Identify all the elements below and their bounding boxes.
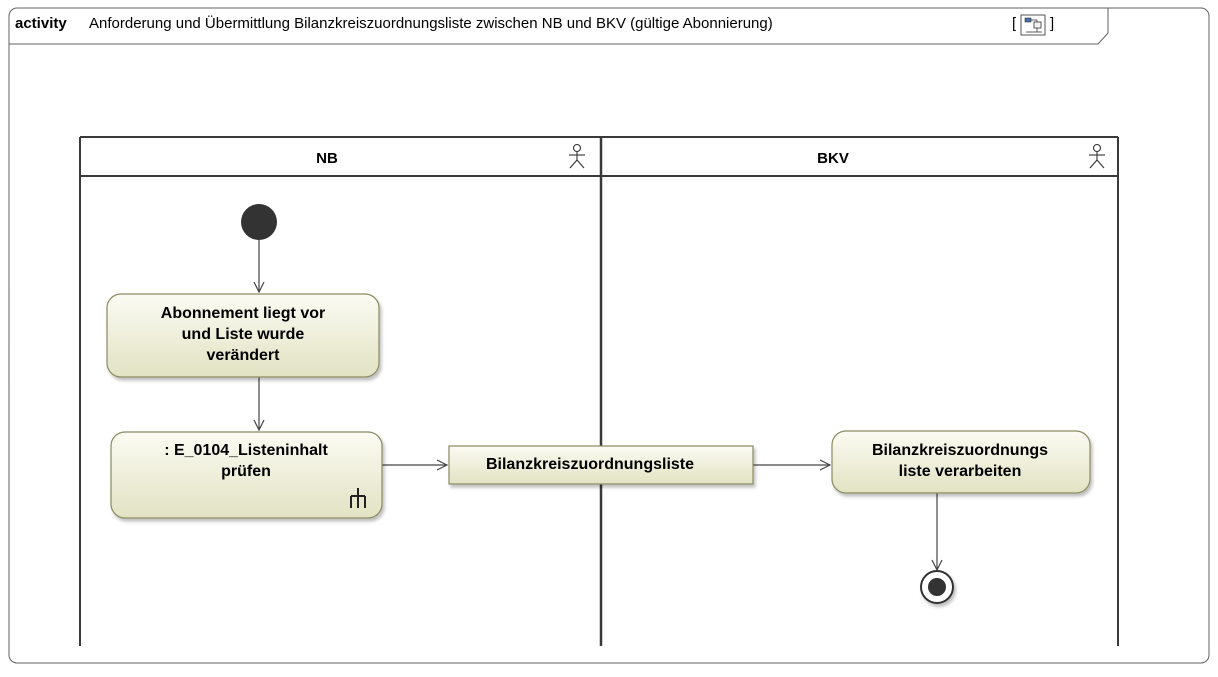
object-node-bilanzkreiszuordnungsliste[interactable]: Bilanzkreiszuordnungsliste [448, 445, 754, 485]
action-label-line: Abonnement liegt vor [161, 305, 325, 322]
action-abonnement-liegt-vor[interactable]: Abonnement liegt vor und Liste wurde ver… [106, 293, 380, 378]
activity-diagram-icon [1020, 14, 1046, 36]
call-behavior-rake-icon [350, 488, 366, 508]
flows [259, 240, 937, 570]
activity-final-node[interactable] [920, 570, 954, 604]
action-label-line: : E_0104_Listeninhalt [164, 442, 328, 459]
object-node-label: Bilanzkreiszuordnungsliste [486, 456, 694, 473]
lane-bkv: BKV [817, 143, 1105, 169]
action-label-line: verändert [207, 347, 281, 364]
action-label-line: Bilanzkreiszuordnungs [872, 442, 1048, 459]
lane-nb: NB [316, 143, 585, 169]
action-label-line: prüfen [221, 463, 271, 480]
frame-keyword: activity [15, 15, 67, 32]
action-e0104-listeninhalt-pruefen[interactable]: : E_0104_Listeninhalt prüfen [110, 431, 383, 519]
swimlanes: NB BKV [79, 136, 1119, 646]
actor-icon [569, 143, 585, 169]
frame-title: Anforderung und Übermittlung Bilanzkreis… [89, 14, 773, 32]
frame-bracket-open: [ [1012, 15, 1017, 32]
action-label-line: liste verarbeiten [899, 463, 1022, 480]
lane-title-nb: NB [316, 150, 338, 167]
action-liste-verarbeiten[interactable]: Bilanzkreiszuordnungs liste verarbeiten [831, 430, 1091, 494]
actor-icon [1089, 143, 1105, 169]
initial-node[interactable] [241, 204, 277, 240]
frame-bracket-close: ] [1050, 15, 1054, 32]
lane-title-bkv: BKV [817, 150, 849, 167]
action-label-line: und Liste wurde [182, 326, 305, 343]
